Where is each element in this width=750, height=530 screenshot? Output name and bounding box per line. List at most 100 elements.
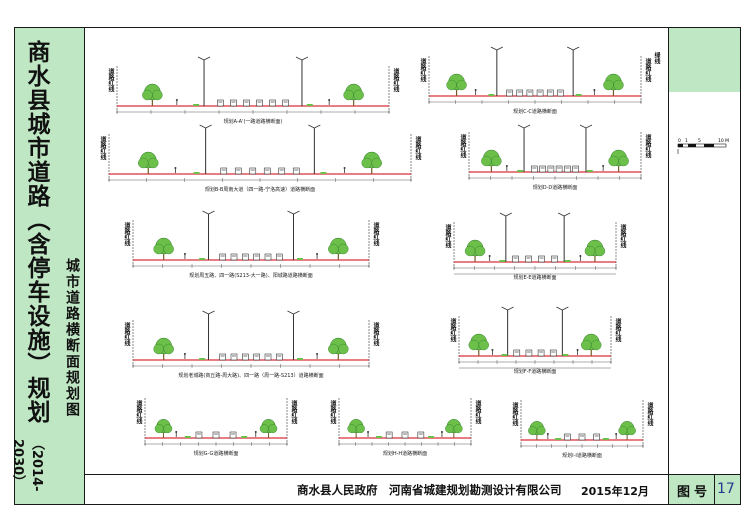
shrub (501, 354, 508, 356)
street-lamp-icon (197, 56, 211, 106)
shrub (499, 260, 506, 262)
vehicle-icon (276, 253, 283, 261)
info-panel: 0 1 5 10 M (668, 28, 740, 504)
cross-section: 规划B-B周南大道（四一路-宁洛高速）道路横断面道路红线道路红线 (95, 124, 425, 196)
vehicle-icon (242, 353, 249, 361)
vehicle-icon (219, 353, 226, 361)
vehicle-icon (564, 433, 571, 441)
vehicle-icon (525, 349, 533, 357)
pedestrian-icon (440, 431, 443, 437)
tree-icon (154, 419, 173, 438)
street-lamp-icon (499, 212, 513, 262)
vehicle-icon (538, 255, 545, 263)
vehicle-icon (526, 89, 534, 97)
svg-text:10 M: 10 M (718, 138, 729, 144)
vehicle-icon (549, 349, 557, 357)
pedestrian-icon (546, 433, 549, 439)
street-lamp-icon (202, 210, 215, 260)
road-edge-label: 道路红线 (644, 134, 651, 158)
pedestrian-icon (579, 255, 582, 261)
road-edge-label: 道路红线 (474, 400, 481, 424)
cross-section: 规划周五路、四一路(S213-大一路)、阳城路道路横断面道路红线道路红线 (119, 204, 383, 282)
vehicle-icon (230, 99, 237, 107)
tree-icon (603, 73, 624, 96)
shrub (296, 258, 303, 260)
street-lamp-icon (566, 46, 580, 96)
vehicle-icon (531, 165, 538, 173)
tree-icon (618, 421, 636, 440)
vehicle-icon (269, 99, 276, 107)
cross-section: 规划A-A'(一路道路横断面)道路红线道路红线 (103, 46, 403, 128)
vehicle-icon (525, 255, 532, 263)
street-lamp-icon (557, 212, 571, 262)
road-edge-label: 道路红线 (135, 400, 142, 424)
shrub (306, 104, 313, 106)
cross-section: 规划老城路(商丘路-周大路)、四一路（周一路-S213）道路横断面 道路红线 道路红… (119, 304, 383, 382)
info-header (669, 28, 740, 93)
cross-section: 规划E-E道路横断面道路红线道路红线 (440, 204, 630, 284)
plan-years: （2014-2030） (10, 436, 44, 492)
section-caption: 规划I-I道路横断面 (562, 453, 602, 459)
sheet-number: 17 (717, 481, 735, 497)
road-edge-label: 道路红线 (414, 136, 421, 160)
cross-section: 规划D-D道路横断面道路红线道路红线 (455, 124, 655, 194)
section-caption: 规划老城路(商丘路-周大路)、四一路（周一路-S213）道路横断面 (178, 373, 324, 379)
vehicle-icon (506, 89, 513, 97)
section-caption: 规划B-B周南大道（四一路-宁洛高速）道路横断面 (204, 187, 316, 193)
vehicle-icon (195, 431, 203, 439)
pedestrian-icon (175, 431, 178, 437)
svg-text:1: 1 (685, 138, 688, 144)
vehicle-icon (536, 89, 544, 97)
vehicle-icon (212, 431, 220, 439)
tree-icon (528, 421, 546, 440)
vehicle-icon (219, 253, 226, 261)
title-block: 商水县人民政府 河南省城建规划勘测设计有限公司 2015年12月 图号 17 (85, 474, 740, 504)
vehicle-icon (593, 433, 600, 441)
vehicle-icon (278, 167, 286, 175)
vehicle-icon (564, 165, 571, 173)
vehicle-icon (401, 431, 409, 439)
vehicle-icon (516, 89, 524, 97)
pedestrian-icon (474, 89, 477, 95)
shrub (199, 358, 206, 360)
road-edge-label: 道路红线 (511, 402, 518, 426)
tree-icon (343, 83, 364, 106)
shrub (488, 94, 495, 96)
street-lamp-icon (490, 46, 504, 96)
pedestrian-icon (343, 167, 346, 173)
street-lamp-icon (287, 310, 300, 360)
vehicle-icon (555, 165, 563, 173)
road-edge-label: 道路红线 (329, 400, 336, 424)
street-lamp-icon (202, 310, 215, 360)
road-edge-label: 道路红线 (123, 322, 130, 346)
pedestrian-icon (602, 165, 605, 171)
tree-icon (153, 337, 174, 360)
issue-date: 2015年12月 (581, 485, 649, 498)
shrub (184, 436, 191, 438)
plan-title: 商水县城市道路（含停车设施）规划 (23, 40, 50, 424)
tree-icon (481, 149, 502, 172)
sections-area: 规划A-A'(一路道路横断面)道路红线道路红线 规划C-C道路横断面道路红线绿线… (85, 28, 670, 476)
vehicle-icon (264, 253, 272, 261)
road-edge-label: 道路红线 (646, 402, 653, 426)
title-panel: 商水县城市道路（含停车设施）规划 （2014-2030） 城市道路横断面规划图 (10, 28, 85, 504)
vehicle-icon (243, 99, 250, 107)
road-edge-label: 道路红线 (444, 224, 451, 248)
shrub (562, 354, 569, 356)
road-edge-label: 道路红线 (372, 322, 379, 346)
vehicle-icon (546, 89, 554, 97)
pedestrian-icon (183, 353, 186, 359)
pedestrian-icon (488, 255, 491, 261)
vehicle-icon (230, 253, 238, 261)
vehicle-icon (547, 165, 555, 173)
green-edge-label: 绿线 (653, 52, 660, 64)
shrub (586, 170, 593, 172)
vehicle-icon (263, 167, 271, 175)
vehicle-icon (572, 165, 579, 173)
shrub (575, 94, 582, 96)
tree-icon (608, 149, 629, 172)
tree-icon (347, 419, 365, 438)
street-lamp-icon (579, 124, 593, 172)
road-edge-label: 道路红线 (290, 400, 297, 424)
road-edge-label: 道路红线 (107, 68, 114, 92)
